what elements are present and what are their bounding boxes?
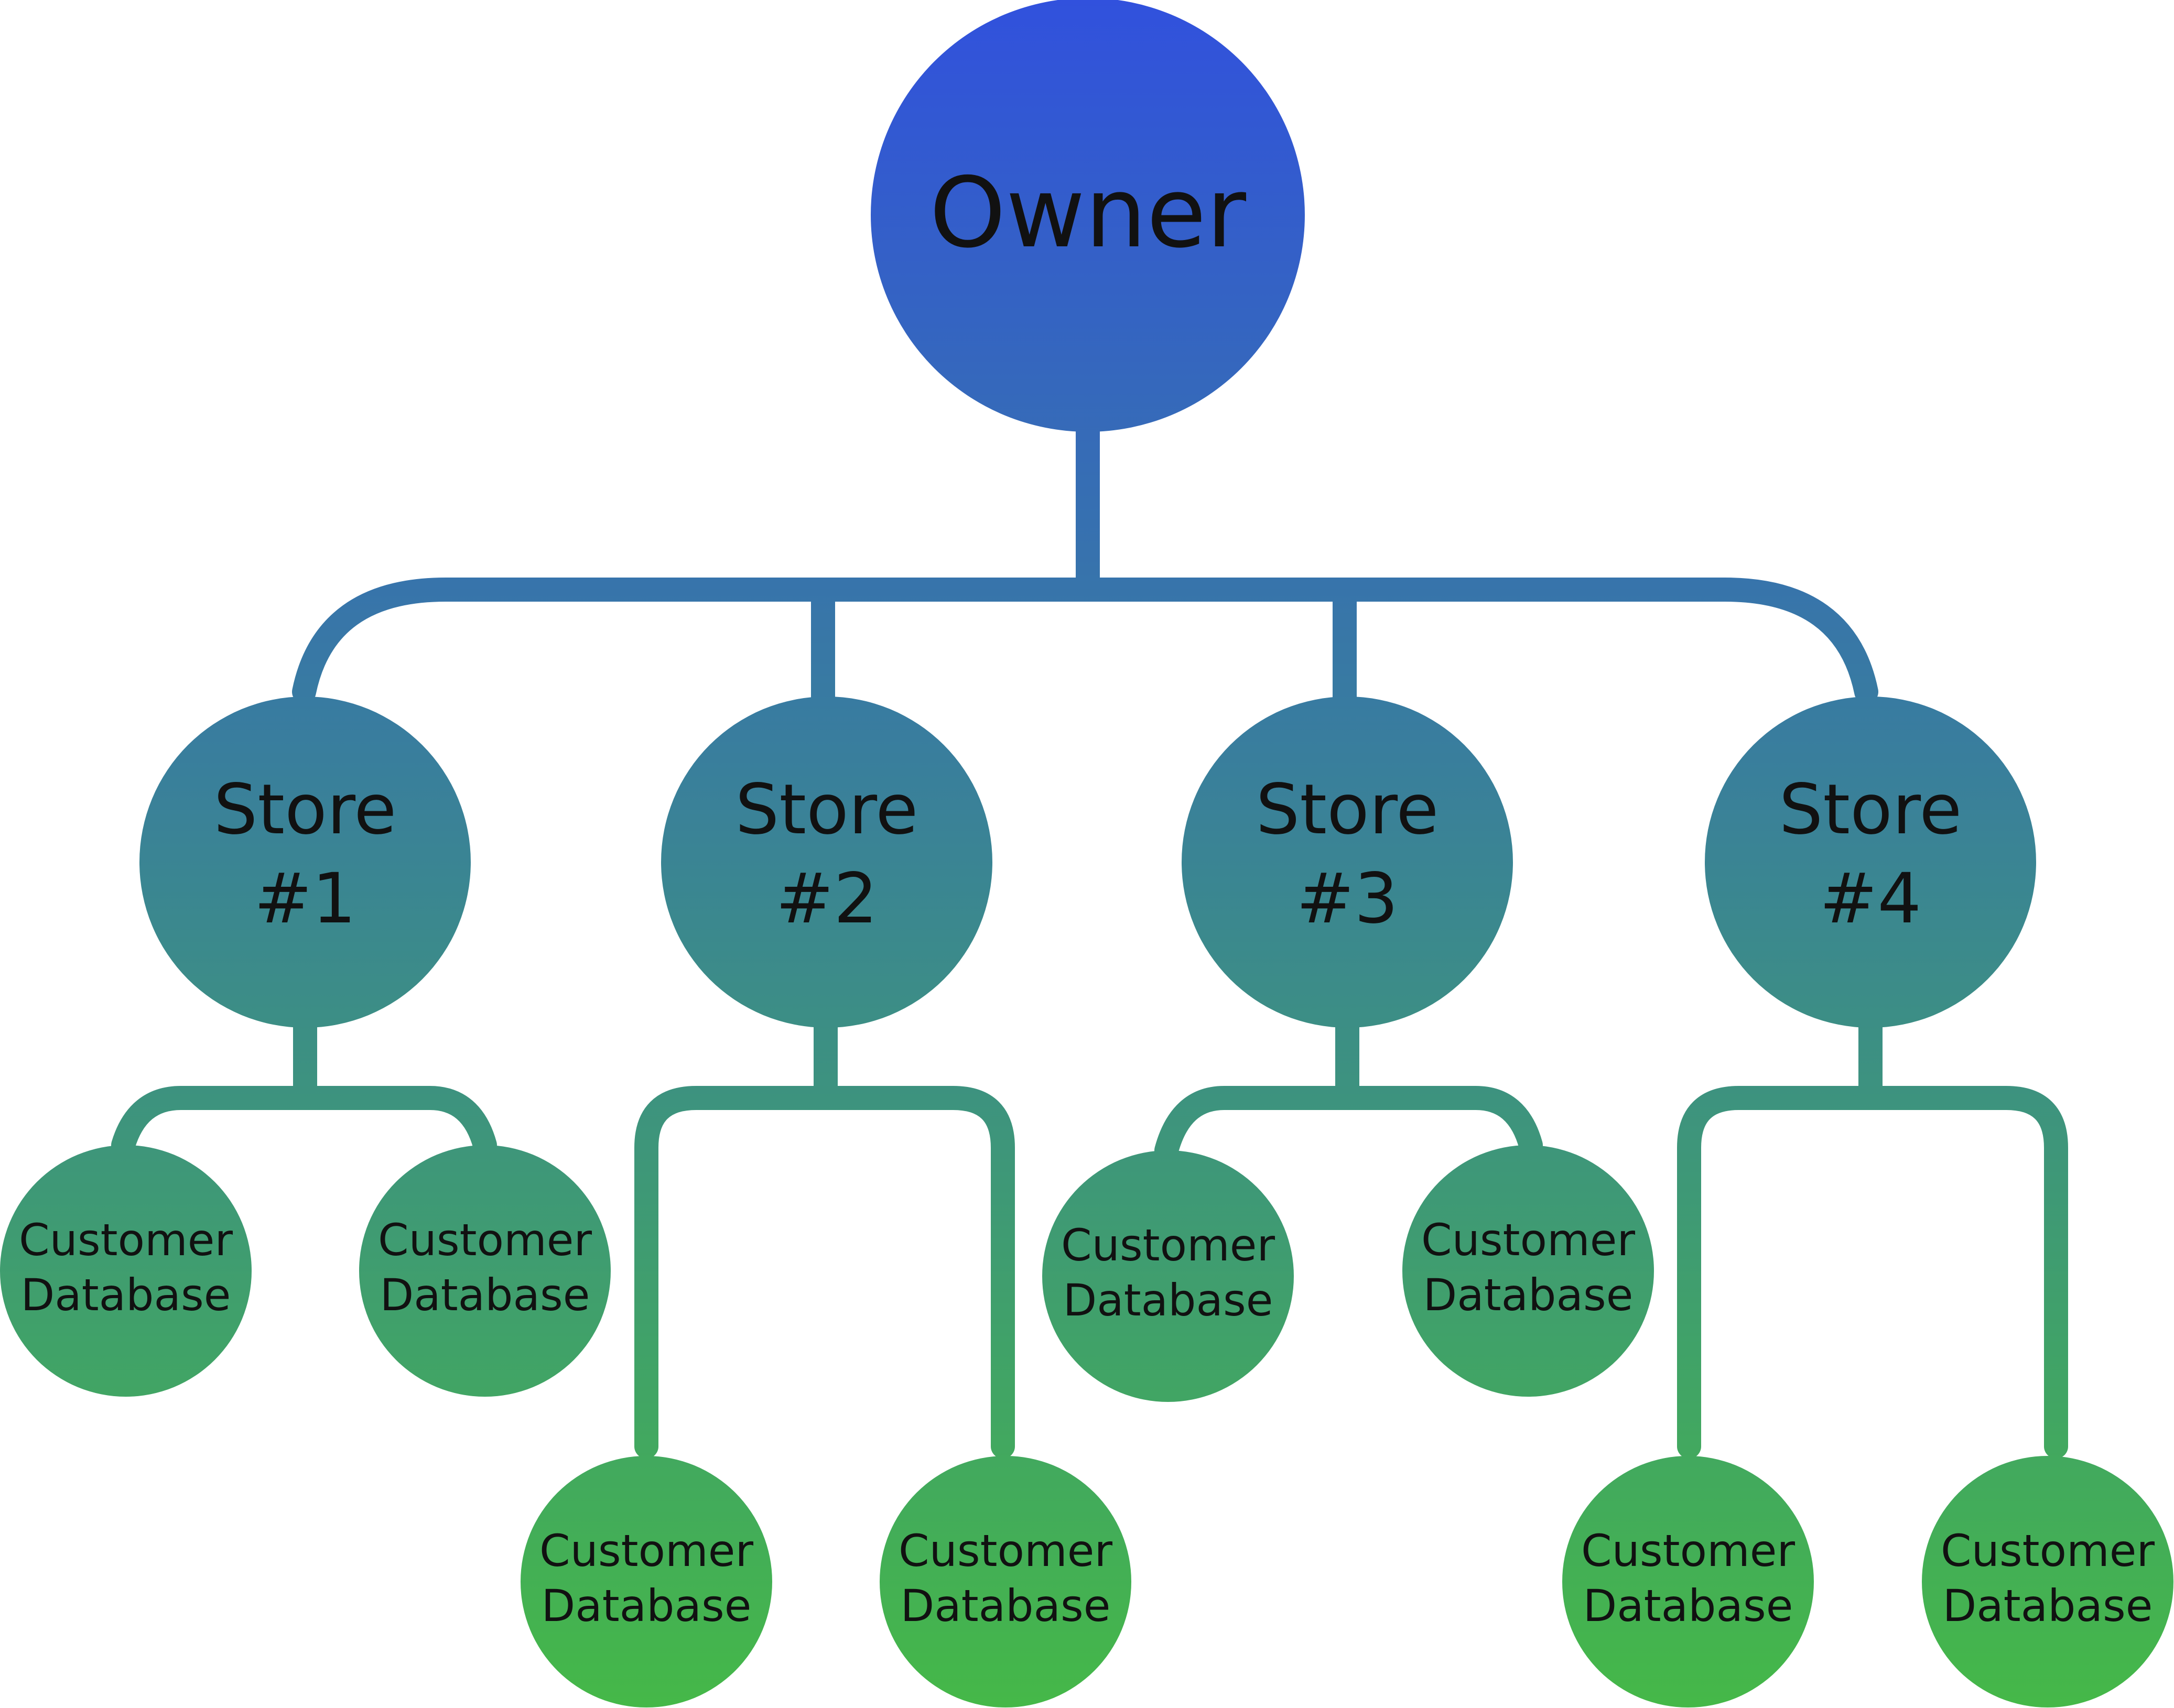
connector-store-bus [292,578,1878,704]
database-node-2a: Customer Database [521,1456,772,1707]
connector-store-4-children [1677,1086,2068,1459]
database-node-1b: Customer Database [359,1145,611,1397]
connector-store-2-children [634,1086,1015,1459]
store-circle [139,697,471,1028]
store-label-line1: Store [1779,769,1962,850]
database-label-line2: Database [21,1269,231,1321]
database-circle [1562,1456,1814,1707]
database-circle [0,1145,252,1397]
database-node-3b: Customer Database [1402,1145,1654,1397]
store-circle [1705,697,2036,1028]
database-circle [1042,1150,1294,1402]
connectors [111,418,2068,1459]
database-label-line1: Customer [899,1525,1112,1576]
store-circle [1182,697,1513,1028]
database-label-line2: Database [901,1580,1111,1631]
database-circle [1922,1456,2173,1707]
database-node-3a: Customer Database [1042,1150,1294,1402]
owner-node: Owner [871,0,1305,432]
database-label-line2: Database [1423,1269,1634,1321]
database-label-line1: Customer [539,1525,753,1576]
store-label-line2: #4 [1820,858,1922,939]
store-circle [661,697,992,1028]
store-label-line2: #1 [254,858,356,939]
database-circle [521,1456,772,1707]
database-label-line1: Customer [1421,1214,1635,1266]
database-label-line1: Customer [378,1214,592,1266]
store-node-1: Store #1 [139,697,471,1028]
database-label-line2: Database [1943,1580,2153,1631]
owner-circle [871,0,1305,432]
store-label-line1: Store [736,769,918,850]
connector-store-3-children [1154,1086,1543,1162]
store-label-line2: #3 [1296,858,1399,939]
store-node-2: Store #2 [661,697,992,1028]
connector-store-1-children [111,1086,497,1157]
database-label-line1: Customer [1061,1220,1275,1271]
database-label-line2: Database [1063,1275,1273,1326]
database-node-1a: Customer Database [0,1145,252,1397]
store-node-4: Store #4 [1705,697,2036,1028]
store-label-line1: Store [1256,769,1439,850]
database-node-4a: Customer Database [1562,1456,1814,1707]
database-label-line1: Customer [1941,1525,2155,1576]
database-circle [1402,1145,1654,1397]
database-node-4b: Customer Database [1922,1456,2173,1707]
database-node-2b: Customer Database [880,1456,1131,1707]
database-label-line2: Database [380,1269,590,1321]
database-circle [359,1145,611,1397]
store-label-line1: Store [214,769,397,850]
owner-label: Owner [929,156,1247,269]
database-label-line2: Database [1583,1580,1793,1631]
store-label-line2: #2 [776,858,878,939]
store-node-3: Store #3 [1182,697,1513,1028]
database-circle [880,1456,1131,1707]
database-label-line1: Customer [1581,1525,1795,1576]
database-label-line1: Customer [19,1214,233,1266]
database-label-line2: Database [542,1580,752,1631]
